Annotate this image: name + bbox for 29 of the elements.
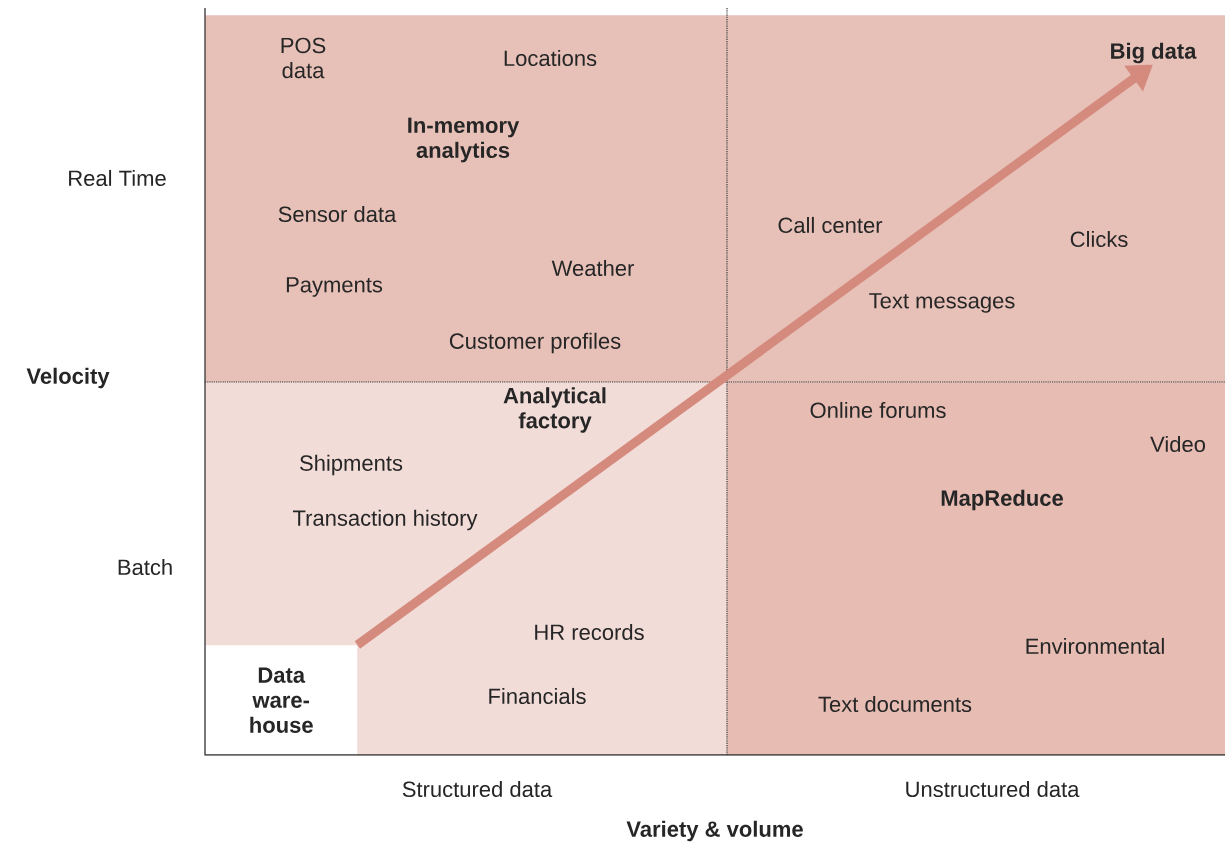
data-type-label: Text documents (818, 695, 972, 713)
data-type-label: Shipments (300, 454, 403, 476)
data-type-label: Call center (778, 216, 883, 234)
axis-title: Variety & volume (626, 820, 803, 842)
data-type-label: Sensor data (278, 205, 397, 223)
technology-label: MapReduce (941, 489, 1063, 511)
node-label: Data ware- house (250, 667, 313, 733)
data-type-label: HR records (535, 623, 644, 641)
data-type-label: Environmental (1026, 637, 1164, 655)
axis-label: Unstructured data (906, 780, 1080, 798)
axis-label: Batch (118, 558, 172, 576)
data-type-label: Customer profiles (449, 332, 621, 354)
data-type-label: Text messages (869, 293, 1015, 313)
technology-label: Big data (1111, 42, 1197, 64)
axis-label: Real Time (69, 169, 166, 187)
data-type-label: Transaction history (293, 509, 478, 531)
axis-title: Velocity (26, 367, 110, 389)
data-type-label: POS data (281, 37, 326, 79)
technology-label: Analytical factory (503, 387, 606, 433)
data-type-label: Weather (551, 259, 634, 277)
data-type-label: Clicks (1070, 230, 1128, 248)
warehouse-box: Data ware- house (205, 645, 358, 756)
data-type-label: Online forums (810, 401, 946, 419)
data-type-label: Video (1150, 435, 1205, 453)
technology-label: In-memory analytics (408, 117, 520, 163)
data-type-label: Financials (489, 687, 586, 705)
axis-label: Structured data (402, 780, 553, 798)
data-type-label: Locations (504, 49, 597, 67)
data-type-label: Payments (286, 277, 383, 297)
